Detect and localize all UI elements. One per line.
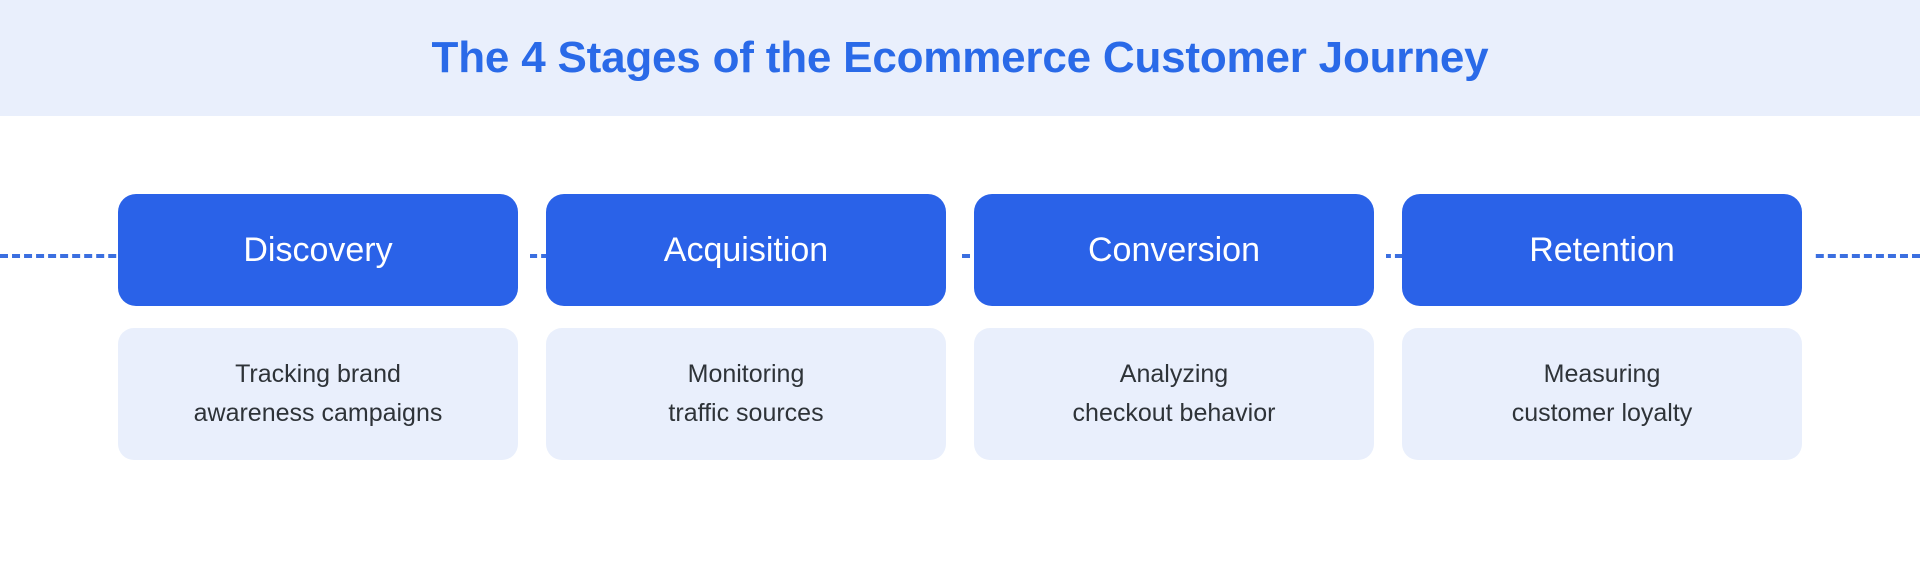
journey-connector-rail (0, 254, 1920, 258)
stage-pill-discovery[interactable]: Discovery (118, 194, 518, 306)
stage-desc-conversion: Analyzing checkout behavior (974, 328, 1374, 460)
page-title: The 4 Stages of the Ecommerce Customer J… (431, 33, 1489, 82)
header-band: The 4 Stages of the Ecommerce Customer J… (0, 0, 1920, 116)
stage-desc-line-1: Monitoring (687, 360, 805, 389)
stage-desc-retention: Measuring customer loyalty (1402, 328, 1802, 460)
stage-desc-line-2: traffic sources (668, 399, 824, 427)
stage-desc-line-1: Measuring (1543, 360, 1661, 389)
stage-desc-line-2: checkout behavior (1072, 399, 1276, 427)
stage-desc-line-2: customer loyalty (1511, 399, 1693, 427)
stage-desc-discovery: Tracking brand awareness campaigns (118, 328, 518, 460)
stage-item-discovery: Discovery Tracking brand awareness campa… (118, 194, 518, 460)
stage-item-conversion: Conversion Analyzing checkout behavior (974, 194, 1374, 460)
stage-item-acquisition: Acquisition Monitoring traffic sources (546, 194, 946, 460)
stage-desc-line-1: Tracking brand (235, 360, 401, 389)
stage-pill-conversion[interactable]: Conversion (974, 194, 1374, 306)
journey-diagram: Discovery Tracking brand awareness campa… (0, 116, 1920, 564)
stage-desc-line-2: awareness campaigns (193, 399, 443, 427)
stage-desc-acquisition: Monitoring traffic sources (546, 328, 946, 460)
stage-pill-acquisition[interactable]: Acquisition (546, 194, 946, 306)
stage-pill-retention[interactable]: Retention (1402, 194, 1802, 306)
stage-list: Discovery Tracking brand awareness campa… (0, 116, 1920, 564)
stage-desc-line-1: Analyzing (1119, 360, 1229, 389)
stage-item-retention: Retention Measuring customer loyalty (1402, 194, 1802, 460)
